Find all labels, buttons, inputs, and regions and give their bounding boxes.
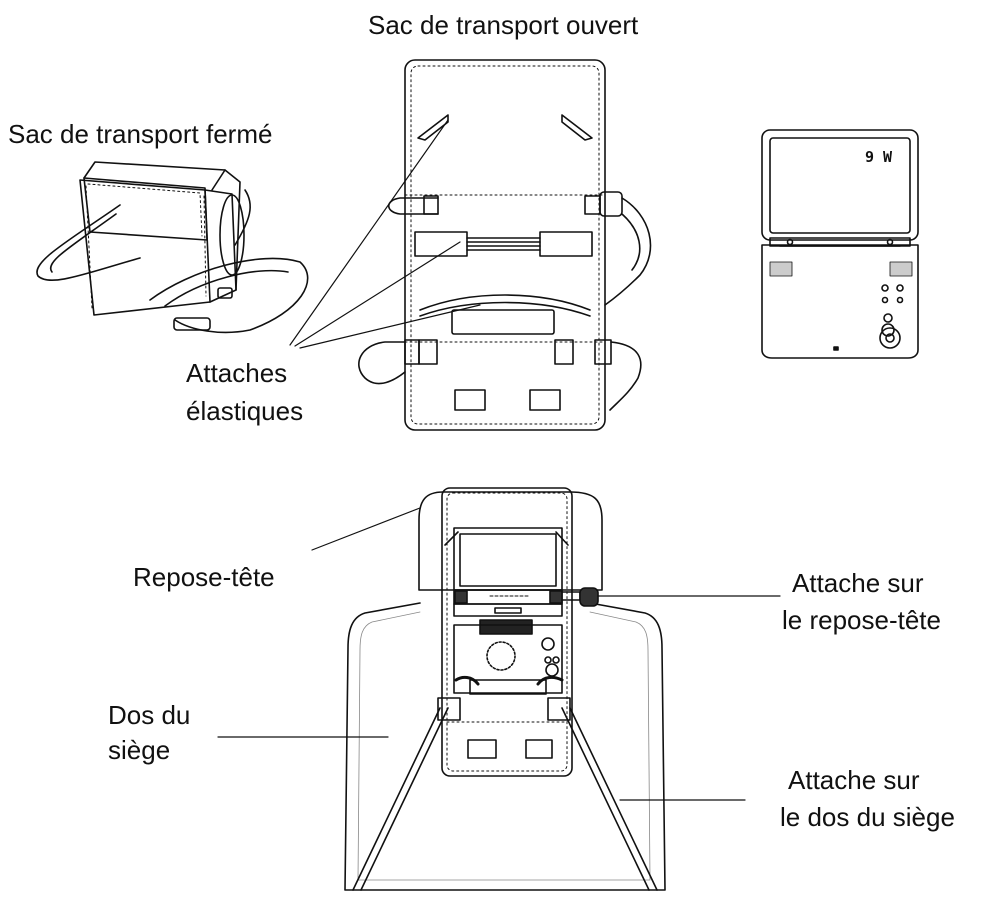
player-screen-text: 9 W xyxy=(865,148,893,166)
label-headrest-attach-line2: le repose-tête xyxy=(782,605,941,635)
elastic-leader-lines xyxy=(289,119,481,349)
label-seat-back-line1: Dos du xyxy=(108,700,191,730)
bottom-leader-lines xyxy=(217,507,746,801)
label-bag-open: Sac de transport ouvert xyxy=(368,10,639,40)
label-bag-closed: Sac de transport fermé xyxy=(8,119,273,149)
label-seat-back-line2: siège xyxy=(108,735,171,765)
closed-bag-illustration xyxy=(36,161,309,334)
seat-back-illustration xyxy=(344,602,666,891)
label-seat-attach-line1: Attache sur xyxy=(788,765,920,795)
label-headrest-attach-line1: Attache sur xyxy=(792,568,924,598)
label-elastic-line1: Attaches xyxy=(186,358,288,388)
dvd-player-illustration xyxy=(761,129,919,359)
headrest-illustration xyxy=(418,491,603,591)
label-headrest: Repose-tête xyxy=(133,562,275,592)
open-bag-illustration xyxy=(358,59,652,431)
label-elastic-line2: élastiques xyxy=(186,396,304,426)
mounted-bag-illustration xyxy=(437,487,781,777)
label-seat-attach-line2: le dos du siège xyxy=(780,802,955,832)
